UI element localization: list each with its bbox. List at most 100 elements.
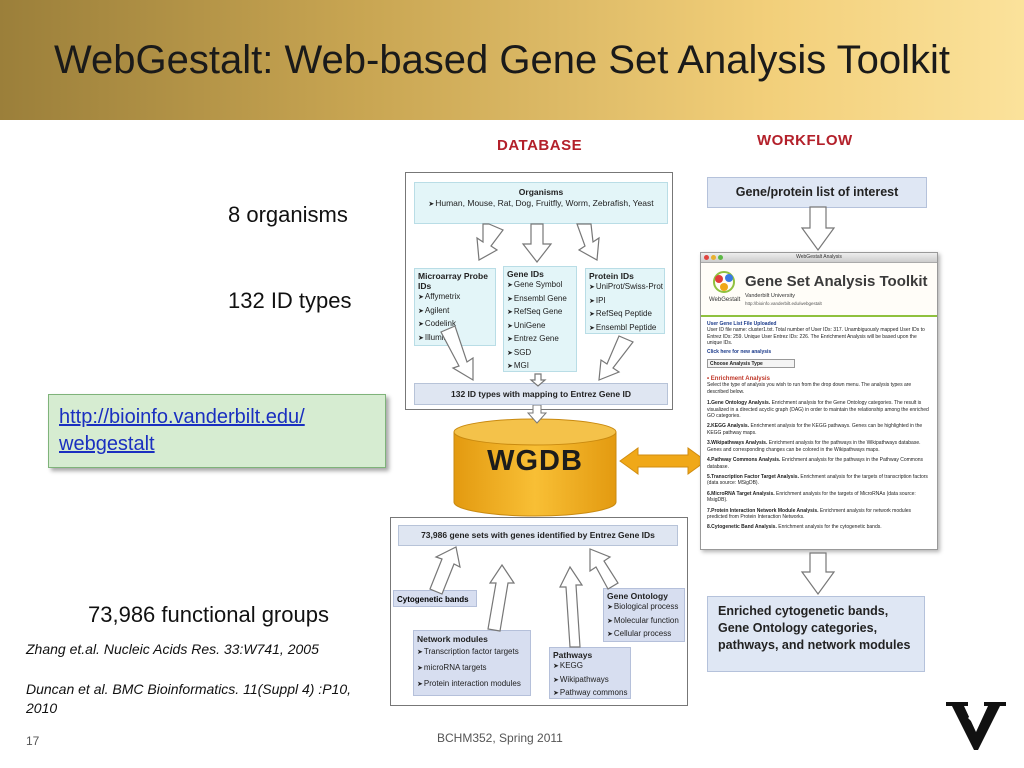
analysis-item: 6.MicroRNA Target Analysis. Enrichment a… <box>707 491 931 504</box>
gene-ontology-title: Gene Ontology <box>607 591 668 601</box>
microarray-item: Affymetrix <box>418 291 492 305</box>
down-arrow-icon <box>527 405 547 424</box>
hollow-arrow-icon <box>429 546 461 595</box>
analysis-desc: Enrichment analysis for network modules … <box>707 507 912 520</box>
webgestalt-content: User Gene List File Uploaded User ID fil… <box>701 317 937 535</box>
organisms-count-label: 8 organisms <box>228 202 348 227</box>
hollow-arrow-icon <box>598 335 634 381</box>
header-divider <box>701 315 937 317</box>
analysis-name: 4.Pathway Commons Analysis. <box>707 457 781 464</box>
window-title: WebGestalt Analysis <box>796 254 842 260</box>
hollow-arrow-icon <box>576 223 600 261</box>
analysis-item: 5.Transcription Factor Target Analysis. … <box>707 474 931 487</box>
analysis-desc: Enrichment analysis for the cytogenetic … <box>778 524 882 531</box>
citation-zhang: Zhang et.al. Nucleic Acids Res. 33:W741,… <box>26 641 319 657</box>
organisms-title: Organisms <box>518 187 564 197</box>
hollow-arrow-icon <box>529 373 547 387</box>
protein-id-item: UniProt/Swiss-Prot <box>589 281 663 295</box>
down-arrow-icon <box>800 206 836 252</box>
organisms-list: Human, Mouse, Rat, Dog, Fruitfly, Worm, … <box>415 197 667 212</box>
network-modules-panel: Network modules Transcription factor tar… <box>413 630 531 696</box>
pathway-item: Wikipathways <box>553 674 627 688</box>
functional-groups-label: 73,986 functional groups <box>88 602 329 627</box>
analysis-item: 7.Protein Interaction Network Module Ana… <box>707 508 931 521</box>
analysis-desc: Enrichment analysis for the pathways in … <box>707 457 924 470</box>
citation-duncan: Duncan et al. BMC Bioinformatics. 11(Sup… <box>26 681 352 716</box>
protein-id-item: Ensembl Peptide <box>589 322 661 336</box>
app-url: http://bioinfo.vanderbilt.edu/webgestalt <box>745 301 822 306</box>
url-link-line2[interactable]: webgestalt <box>59 433 155 455</box>
enrichment-intro: Select the type of analysis you wish to … <box>707 382 912 395</box>
protein-ids-title: Protein IDs <box>589 271 634 281</box>
gene-id-item: UniGene <box>507 320 573 334</box>
analysis-name: 8.Cytogenetic Band Analysis. <box>707 524 777 531</box>
analysis-item: 2.KEGG Analysis. Enrichment analysis for… <box>707 423 931 436</box>
pathway-item: Pathway commons <box>553 687 628 701</box>
webgestalt-logo-icon <box>713 271 735 293</box>
hollow-arrow-icon <box>589 548 619 590</box>
title-banner <box>0 0 1024 120</box>
page-number: 17 <box>26 734 40 748</box>
file-info-text: User ID file name: cluster1.txt. Total n… <box>707 327 925 347</box>
protein-id-item: RefSeq Peptide <box>589 308 661 322</box>
webgestalt-window: WebGestalt Analysis WebGestalt Gene Set … <box>700 252 938 550</box>
zoom-icon[interactable] <box>718 255 723 260</box>
network-modules-title: Network modules <box>417 634 488 644</box>
microarray-title: Microarray Probe IDs <box>418 271 488 291</box>
workflow-header: WORKFLOW <box>757 132 853 149</box>
gene-sets-bar: 73,986 gene sets with genes identified b… <box>398 525 678 546</box>
gene-ontology-item: Cellular process <box>607 628 681 642</box>
analysis-desc: Enrichment analysis for the Gene Ontolog… <box>707 400 929 420</box>
analysis-name: 2.KEGG Analysis. <box>707 423 750 430</box>
pathways-panel: Pathways KEGG Wikipathways Pathway commo… <box>549 647 631 699</box>
gene-id-item: Ensembl Gene <box>507 293 573 307</box>
microarray-item: Codelink <box>418 318 492 332</box>
minimize-icon[interactable] <box>711 255 716 260</box>
analysis-item: 4.Pathway Commons Analysis. Enrichment a… <box>707 457 931 470</box>
gene-set-arrows <box>429 546 619 648</box>
url-link-line1[interactable]: http://bioinfo.vanderbilt.edu/ <box>59 406 305 428</box>
enrichment-header-text: Enrichment Analysis <box>710 376 770 383</box>
close-icon[interactable] <box>704 255 709 260</box>
webgestalt-header: WebGestalt Gene Set Analysis Toolkit Van… <box>701 263 937 315</box>
network-module-item: Transcription factor targets <box>417 644 527 660</box>
workflow-input-box: Gene/protein list of interest <box>707 177 927 208</box>
hollow-arrow-icon <box>440 325 474 382</box>
gene-ids-title: Gene IDs <box>507 269 544 279</box>
protein-ids-panel: Protein IDs UniProt/Swiss-Prot IPI RefSe… <box>585 268 665 334</box>
database-arrows <box>440 223 634 387</box>
bidirectional-arrow-icon <box>619 447 707 475</box>
vanderbilt-logo-icon <box>946 702 1006 750</box>
down-arrow-icon <box>800 552 836 596</box>
hollow-arrow-icon <box>559 565 584 648</box>
gene-ontology-item: Molecular function <box>607 615 681 629</box>
microarray-item: Illumina <box>418 332 492 346</box>
wgdb-label: WGDB <box>487 445 583 477</box>
slide-title: WebGestalt: Web-based Gene Set Analysis … <box>54 38 951 82</box>
course-footer: BCHM352, Spring 2011 <box>437 731 563 745</box>
enrichment-header: • Enrichment Analysis <box>707 376 770 383</box>
gene-ids-panel: Gene IDs Gene Symbol Ensembl Gene RefSeq… <box>503 266 577 372</box>
gene-id-item: Gene Symbol <box>507 279 573 293</box>
pathways-title: Pathways <box>553 650 593 660</box>
window-titlebar: WebGestalt Analysis <box>701 253 937 263</box>
hollow-arrow-icon <box>476 223 504 261</box>
analysis-name: 6.MicroRNA Target Analysis. <box>707 490 775 497</box>
webgestalt-url-box[interactable]: http://bioinfo.vanderbilt.edu/ webgestal… <box>48 394 386 468</box>
gene-id-item: RefSeq Gene <box>507 306 573 320</box>
new-analysis-link[interactable]: Click here for new analysis <box>707 348 772 355</box>
hollow-arrow-icon <box>521 223 553 263</box>
choose-analysis-select[interactable]: Choose Analysis Type <box>707 359 795 369</box>
gene-id-item: MGI <box>507 360 573 374</box>
analysis-desc: Enrichment analysis for the KEGG pathway… <box>707 423 923 436</box>
analysis-item: 3.Wikipathways Analysis. Enrichment anal… <box>707 440 931 453</box>
analysis-desc: Enrichment analysis for the targets of t… <box>707 473 928 487</box>
hollow-arrow-icon <box>487 563 516 632</box>
network-module-item: Protein interaction modules <box>417 676 527 692</box>
gene-ontology-panel: Gene Ontology Biological process Molecul… <box>603 588 685 642</box>
analysis-name: 5.Transcription Factor Target Analysis. <box>707 473 799 480</box>
file-uploaded-header: User Gene List File Uploaded <box>707 321 777 327</box>
gene-id-item: Entrez Gene <box>507 333 573 347</box>
affiliation-text: Vanderbilt University <box>745 293 796 299</box>
wgdb-cylinder <box>453 418 617 517</box>
